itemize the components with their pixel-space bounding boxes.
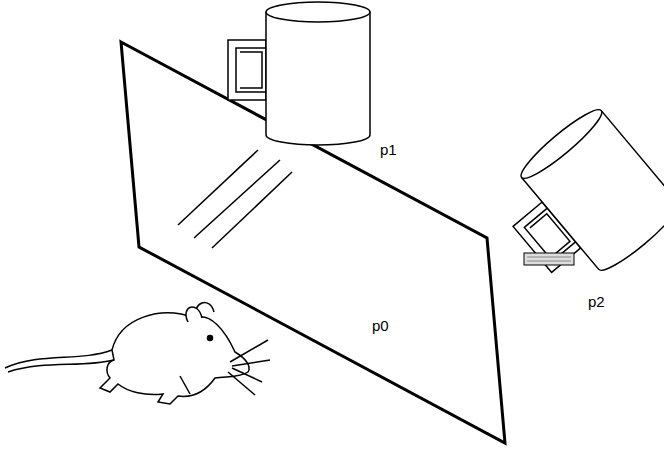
point-label: p1 (380, 142, 397, 157)
mug-tilted (486, 103, 664, 302)
marker-tag-hatch (527, 257, 571, 261)
glass-glint (178, 150, 292, 248)
mouse (5, 303, 270, 404)
point-label: p0 (372, 318, 389, 333)
mug-upright (228, 2, 370, 145)
point-label: p2 (588, 294, 605, 309)
marker-tag (524, 253, 574, 265)
